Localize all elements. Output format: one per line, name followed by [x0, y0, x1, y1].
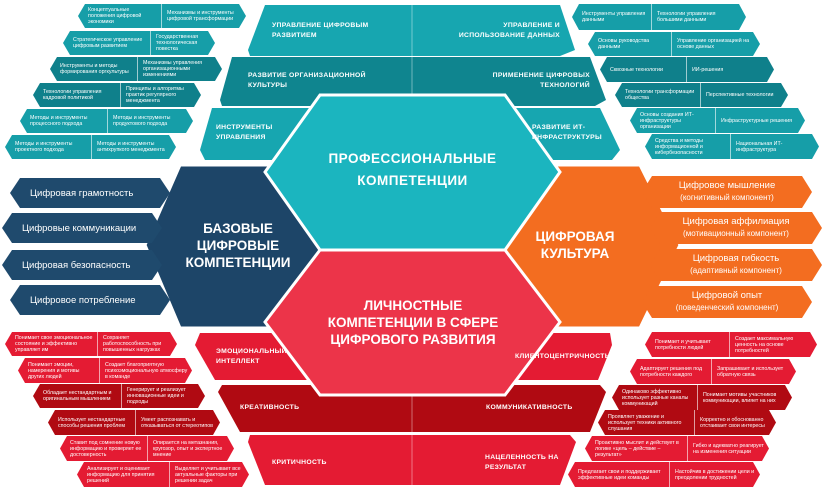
basic-item-3: Цифровая безопасность [2, 250, 162, 280]
culture-item-4: Цифровой опыт(поведенческий компонент) [642, 286, 812, 318]
pers-left-row-1: Понимает свое эмоциональное состояние и … [5, 332, 177, 356]
area-digital-tech: ПРИМЕНЕНИЕ ЦИФРОВЫХ ТЕХНОЛОГИЙ [492, 72, 590, 89]
area-bg-bot-row3 [248, 435, 576, 485]
hex-basic-title: БАЗОВЫЕ ЦИФРОВЫЕ КОМПЕТЕНЦИИ [185, 220, 291, 270]
pers-left-row-6: Анализирует и оценивает информацию для п… [77, 462, 249, 487]
basic-item-1: Цифровая грамотность [10, 178, 170, 208]
area-digital-development: УПРАВЛЕНИЕ ЦИФРОВЫМ РАЗВИТИЕМ [272, 22, 369, 39]
area-it-infra: РАЗВИТИЕ ИТ-ИНФРАСТРУКТУРЫ [532, 124, 602, 141]
area-client-centricity: КЛИЕНТОЦЕНТРИЧНОСТЬ [515, 353, 610, 360]
area-mgmt-tools: ИНСТРУМЕНТЫ УПРАВЛЕНИЯ [216, 124, 273, 141]
pers-left-row-2: Понимает эмоции, намерения и мотивы друг… [18, 358, 192, 383]
area-criticality: КРИТИЧНОСТЬ [272, 459, 327, 466]
prof-right-row-5: Основы создания ИТ-инфраструктуры органи… [630, 108, 805, 133]
pers-right-row-3: Одинаково эффективно использует разные к… [612, 385, 792, 410]
area-result-orientation: НАЦЕЛЕННОСТЬ НА РЕЗУЛЬТАТ [485, 454, 559, 471]
culture-item-3: Цифровая гибкость(адаптивный компонент) [650, 249, 822, 281]
area-bg-bot-row2 [218, 385, 606, 432]
prof-right-row-6: Средства и методы информационной и кибер… [645, 134, 819, 159]
culture-item-2: Цифровая аффилиация(мотивационный компон… [650, 212, 822, 244]
area-creativity: КРЕАТИВНОСТЬ [240, 404, 300, 411]
hex-personal-bg [263, 248, 562, 397]
pers-right-row-4: Проявляет уважение и использует техники … [598, 410, 776, 435]
pers-right-row-6: Предлагает свои и поддерживает эффективн… [568, 462, 760, 487]
culture-item-1: Цифровое мышление(когнитивный компонент) [642, 176, 812, 208]
hex-culture-title: ЦИФРОВАЯ КУЛЬТУРА [535, 229, 615, 261]
pers-right-row-2: Адаптирует решения под потребности каждо… [630, 359, 796, 384]
hex-personal-title: ЛИЧНОСТНЫЕ КОМПЕТЕНЦИИ В СФЕРЕ ЦИФРОВОГО… [327, 298, 499, 347]
prof-left-row-5: Методы и инструменты процессного подхода… [20, 109, 193, 133]
prof-left-row-4: Технологии управления кадровой политикой… [33, 83, 201, 107]
area-bg-top-row1 [248, 5, 575, 56]
prof-left-row-3: Инструменты и методы формирования оргкул… [50, 57, 222, 81]
pers-right-row-5: Проактивно мыслит и действует в логике «… [585, 436, 769, 461]
area-emotional-intelligence: ЭМОЦИОНАЛЬНЫЙ ИНТЕЛЛЕКТ [216, 348, 287, 365]
area-org-culture: РАЗВИТИЕ ОРГАНИЗАЦИОННОЙ КУЛЬТУРЫ [248, 72, 366, 89]
pers-left-row-3: Обладает нестандартным и оригинальным мы… [33, 384, 205, 408]
pers-left-row-5: Ставит под сомнение новую информацию и п… [60, 436, 234, 461]
prof-left-row-2: Стратегическое управление цифровым разви… [63, 31, 215, 55]
pers-left-row-4: Использует нестандартные способы решения… [48, 410, 220, 435]
prof-left-row-1: Концептуальные положения цифровой эконом… [78, 4, 246, 28]
basic-item-2: Цифровые коммуникации [2, 213, 162, 243]
area-bg-top-row2 [220, 57, 606, 106]
area-data-management: УПРАВЛЕНИЕ И ИСПОЛЬЗОВАНИЕ ДАННЫХ [458, 22, 560, 39]
area-communicativeness: КОММУНИКАТИВНОСТЬ [486, 404, 573, 411]
basic-item-4: Цифровое потребление [10, 285, 170, 315]
